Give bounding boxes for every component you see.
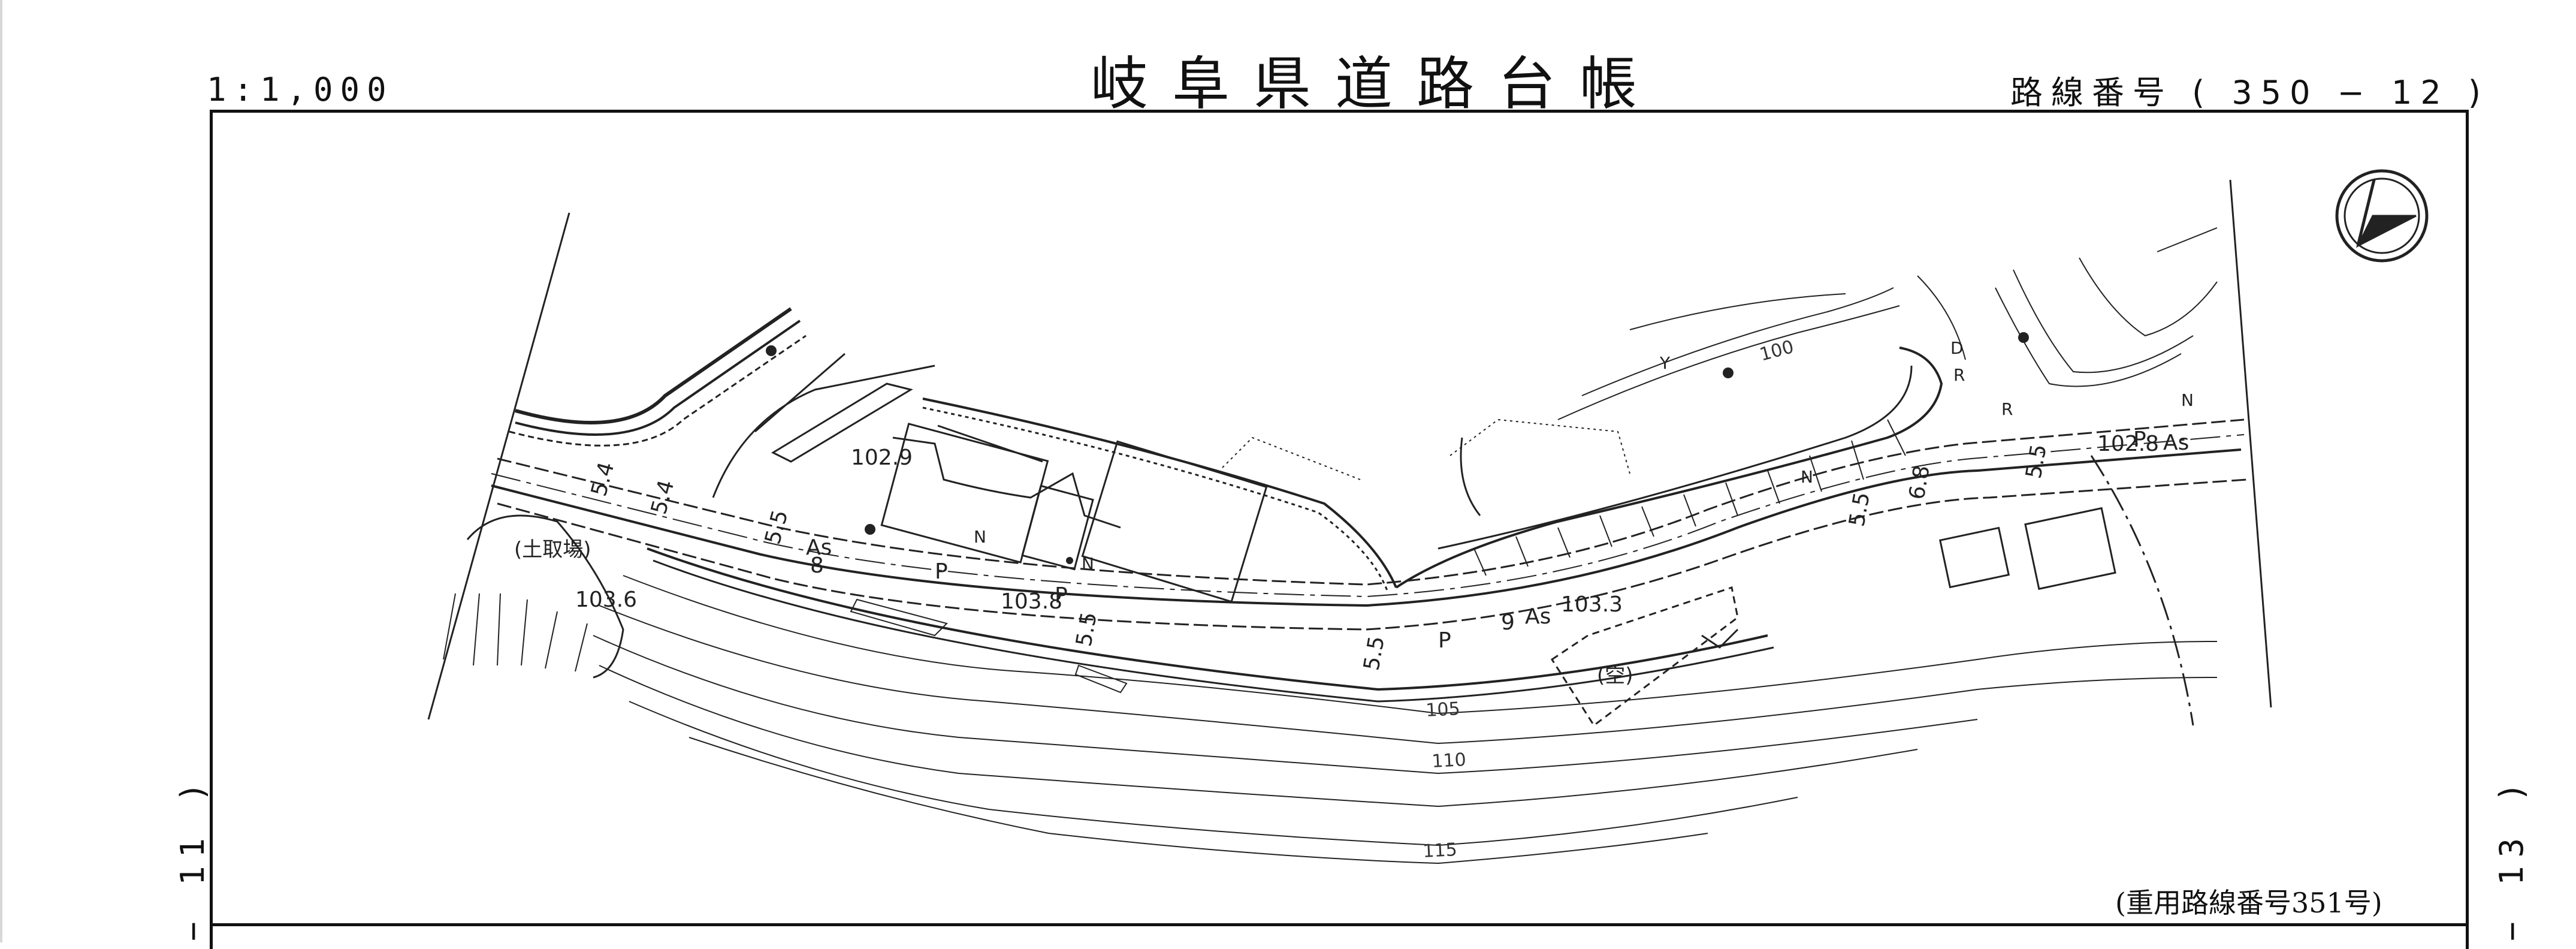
route-label: 路線番号 [2010,74,2173,112]
facility-code: Y [1659,353,1671,373]
place-label: (土取場) [514,538,591,562]
contour-label: 115 [1423,839,1458,862]
road-width-label: 5.5 [1359,634,1389,673]
page-title: 岐阜県道路台帳 [1091,50,1661,118]
station-number: 9 [1501,610,1515,635]
shared-route-note: (重用路線番号351号) [2115,887,2382,919]
road-width-label: 6.8 [1904,463,1934,502]
map-frame [210,110,2469,949]
road-width-label: 5.4 [587,459,619,499]
spot-elevation: 102.8 [2097,432,2159,456]
road-width-label: 5.5 [1844,490,1874,529]
road-width-label: 5.5 [760,507,793,547]
facility-code: N [974,527,986,547]
spot-elevation: 103.3 [1561,592,1623,617]
page-edge [0,0,2,942]
pavement-code: As [806,535,832,560]
pavement-code: As [1525,604,1551,629]
pavement-code: P [1055,583,1068,608]
north-arrow-icon [2335,169,2429,263]
contour-label: 100 [1757,336,1796,366]
pavement-code: P [2133,427,2146,452]
facility-code: D [1950,338,1964,358]
road-width-label: 5.5 [1071,610,1101,649]
road-width-label: 5.4 [647,477,679,517]
map-scale: 1:1,000 [207,71,394,109]
place-label: (空) [1597,664,1633,688]
facility-code: N [2181,390,2194,410]
facility-code: R [1953,365,1965,385]
pavement-code: P [1438,628,1451,653]
road-width-label: 5.5 [2021,442,2051,481]
facility-code: N [1801,467,1813,487]
route-number-label: 路線番号 ( 350 − 12 ) [2010,66,2489,113]
frame-bottom-line [210,923,2469,926]
pavement-code: As [2163,430,2189,455]
route-number: ( 350 − 12 ) [2192,74,2489,112]
facility-code: N [1082,554,1094,574]
spot-elevation: 102.9 [851,445,913,470]
pavement-code: P [935,559,948,584]
station-number: 8 [810,553,824,578]
spot-elevation: 103.8 [1001,589,1062,614]
spot-elevation: 103.6 [575,588,637,612]
contour-label: 105 [1426,698,1461,721]
contour-label: 110 [1432,749,1467,772]
facility-code: R [2001,399,2013,419]
